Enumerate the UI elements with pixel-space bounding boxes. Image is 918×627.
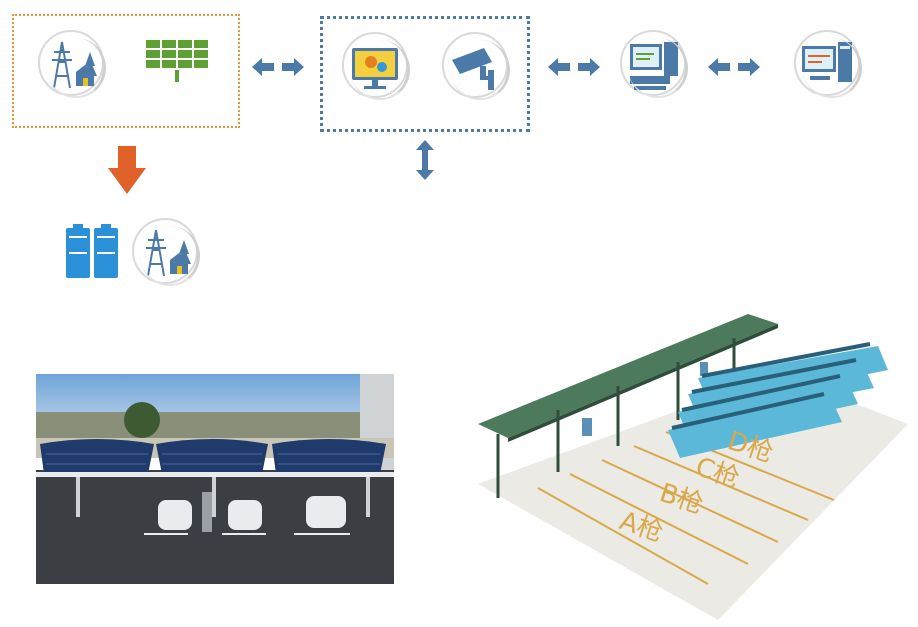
bidirectional-arrow-icon bbox=[548, 58, 600, 76]
bus-charging-station-illustration: D枪 C枪 B枪 A枪 bbox=[478, 314, 908, 620]
vertical-bidirectional-arrow-icon bbox=[416, 140, 434, 180]
solar-panel-icon bbox=[146, 40, 212, 84]
bidirectional-arrow-icon bbox=[708, 58, 760, 76]
down-arrow-icon bbox=[108, 146, 146, 194]
power-grid-icon bbox=[132, 218, 200, 286]
desktop-computer-icon bbox=[794, 30, 862, 98]
monitor-gears-icon bbox=[342, 32, 410, 100]
control-group-box bbox=[320, 16, 530, 132]
generation-group-box bbox=[12, 14, 240, 128]
desktop-computer-icon bbox=[620, 30, 688, 98]
solar-carport-photo bbox=[36, 374, 394, 584]
battery-storage-icon bbox=[64, 222, 122, 280]
power-grid-icon bbox=[38, 30, 106, 98]
bidirectional-arrow-icon bbox=[252, 58, 304, 76]
cctv-camera-icon bbox=[442, 32, 510, 100]
